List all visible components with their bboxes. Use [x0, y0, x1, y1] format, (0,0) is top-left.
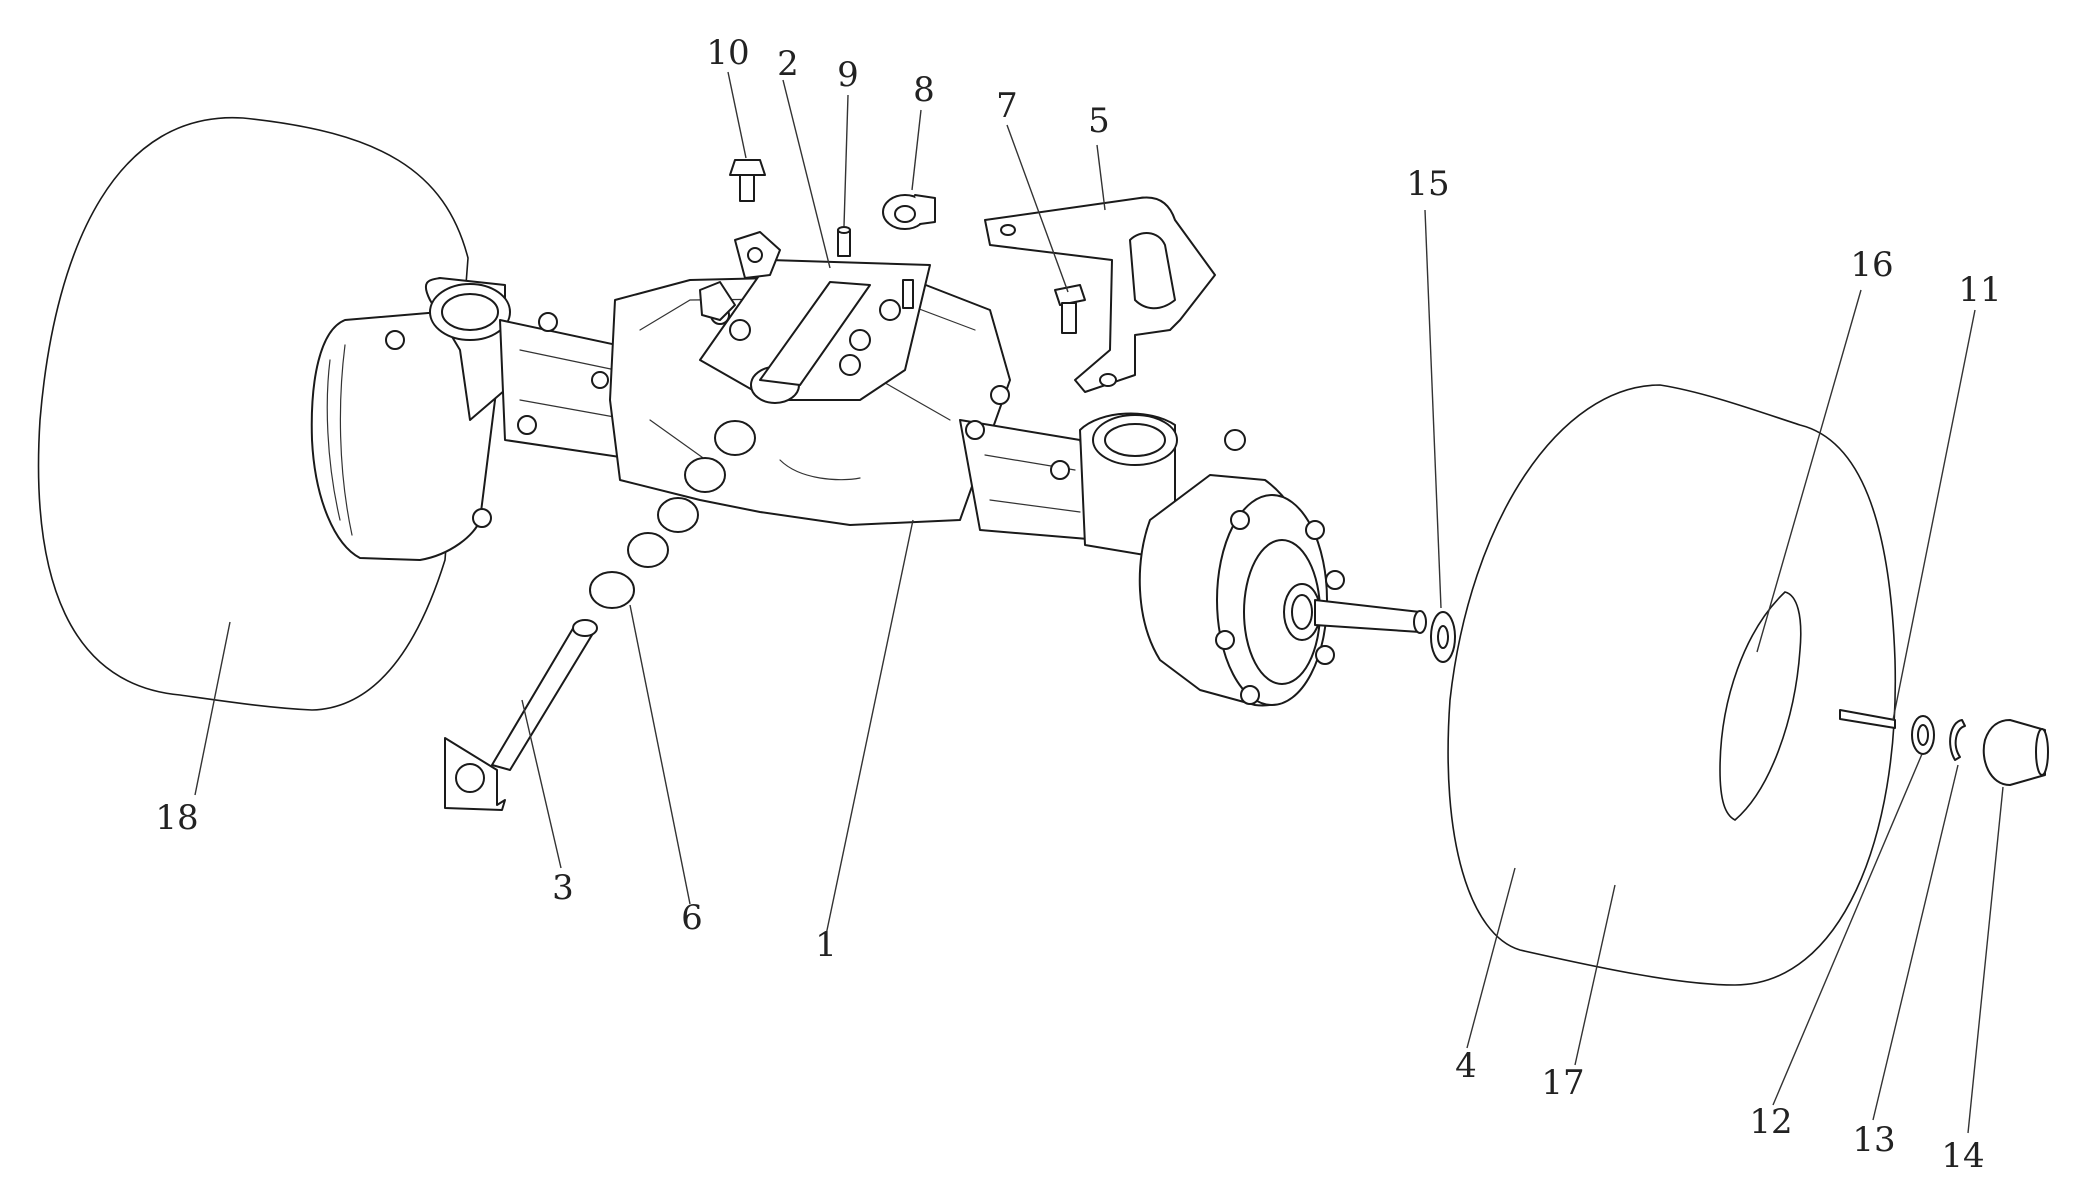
- callout-12: 12: [1749, 1102, 1792, 1142]
- callout-13: 13: [1852, 1120, 1895, 1160]
- callout-5: 5: [1088, 101, 1110, 141]
- callout-1: 1: [815, 925, 837, 965]
- washer-12: [1911, 715, 1935, 755]
- callout-3: 3: [552, 868, 574, 908]
- bracket-5: [984, 196, 1216, 393]
- rings-6: [589, 420, 756, 609]
- callout-6: 6: [681, 898, 703, 938]
- pin-9: [837, 226, 851, 257]
- callout-16: 16: [1850, 245, 1893, 285]
- callout-14: 14: [1941, 1136, 1984, 1176]
- transaxle-housing: [310, 231, 1427, 707]
- clip-13: [1949, 719, 1966, 761]
- plug-8: [882, 194, 936, 230]
- callout-7: 7: [996, 86, 1018, 126]
- callout-11: 11: [1958, 270, 2001, 310]
- callout-9: 9: [837, 55, 859, 95]
- bolt-7: [1054, 284, 1086, 334]
- callout-18: 18: [155, 798, 198, 838]
- wheel-rim-opening: [1719, 591, 1802, 821]
- left-tire: [37, 116, 469, 711]
- cap-14: [1982, 719, 2049, 786]
- callout-10: 10: [706, 33, 749, 73]
- right-wheel: [1447, 384, 1897, 986]
- callout-17: 17: [1541, 1063, 1584, 1103]
- leader-lines: [194, 71, 2004, 1134]
- bolt-10: [729, 159, 766, 202]
- callout-4: 4: [1455, 1046, 1477, 1086]
- callout-8: 8: [913, 70, 935, 110]
- key-11: [1839, 709, 1896, 729]
- washer-15: [1430, 611, 1456, 663]
- callout-2: 2: [777, 44, 799, 84]
- shaft-3: [444, 619, 598, 811]
- callout-15: 15: [1406, 164, 1449, 204]
- callout-labels: 1 2 3 4 5 6 7 8 9 10 11 12 13 14 15 16 1…: [155, 33, 2001, 1176]
